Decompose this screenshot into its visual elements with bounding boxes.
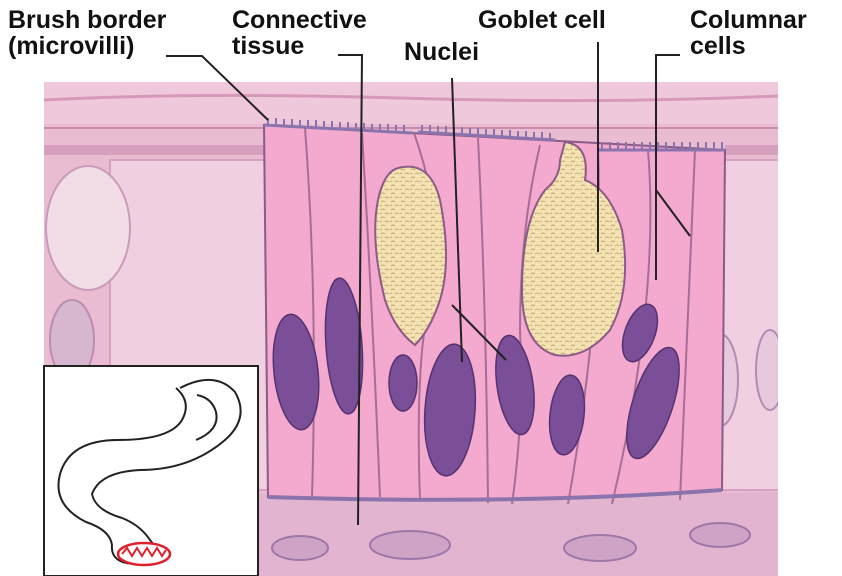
microvilli-label: (microvilli) [8, 33, 134, 59]
connective-label: Connective [232, 7, 367, 33]
inset-highlight-icon [118, 543, 170, 565]
cells-label: cells [690, 33, 746, 59]
goblet-cell-label: Goblet cell [478, 7, 606, 33]
brush-border-label: Brush border [8, 7, 166, 33]
columnar-label: Columnar [690, 7, 807, 33]
nuclei-label: Nuclei [404, 39, 479, 65]
tissue-label: tissue [232, 33, 304, 59]
stomach-inset [44, 366, 258, 576]
